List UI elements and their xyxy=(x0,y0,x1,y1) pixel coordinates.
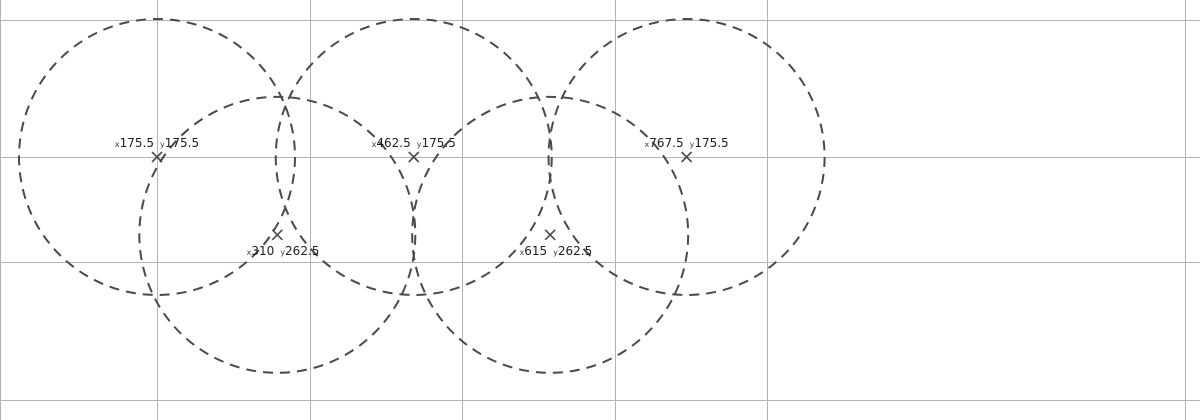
x-value: 767.5 xyxy=(649,136,683,150)
y-prefix: y xyxy=(417,140,422,149)
center-x-label: x175.5 xyxy=(115,136,154,150)
center-y-label: y175.5 xyxy=(417,136,456,150)
x-value: 175.5 xyxy=(120,136,154,150)
dashed-ring xyxy=(411,95,690,374)
y-prefix: y xyxy=(160,140,165,149)
dashed-ring xyxy=(18,18,296,296)
center-cross-icon xyxy=(681,151,693,163)
center-x-label: x767.5 xyxy=(645,136,684,150)
dashed-ring xyxy=(274,18,553,296)
dashed-ring xyxy=(138,95,417,374)
center-y-label: y175.5 xyxy=(160,136,199,150)
center-x-label: x462.5 xyxy=(372,136,411,150)
center-x-label: x310 xyxy=(247,244,275,258)
y-prefix: y xyxy=(280,248,285,257)
y-value: 175.5 xyxy=(421,136,455,150)
ring-layer xyxy=(18,18,826,374)
center-cross-icon xyxy=(271,229,283,241)
center-cross-icon xyxy=(408,151,420,163)
center-cross-icon xyxy=(544,229,556,241)
dashed-ring xyxy=(547,18,826,296)
center-cross-icon xyxy=(151,151,163,163)
y-prefix: y xyxy=(553,248,558,257)
y-value: 262.5 xyxy=(558,244,592,258)
x-prefix: x xyxy=(247,248,252,257)
y-value: 175.5 xyxy=(165,136,199,150)
center-y-label: y262.5 xyxy=(280,244,319,258)
x-value: 462.5 xyxy=(376,136,410,150)
y-prefix: y xyxy=(690,140,695,149)
center-x-label: x615 xyxy=(520,244,548,258)
x-value: 310 xyxy=(251,244,274,258)
x-value: 615 xyxy=(524,244,547,258)
center-y-label: y175.5 xyxy=(690,136,729,150)
x-prefix: x xyxy=(520,248,525,257)
center-y-label: y262.5 xyxy=(553,244,592,258)
y-value: 262.5 xyxy=(285,244,319,258)
x-prefix: x xyxy=(115,140,120,149)
x-prefix: x xyxy=(645,140,650,149)
y-value: 175.5 xyxy=(694,136,728,150)
x-prefix: x xyxy=(372,140,377,149)
